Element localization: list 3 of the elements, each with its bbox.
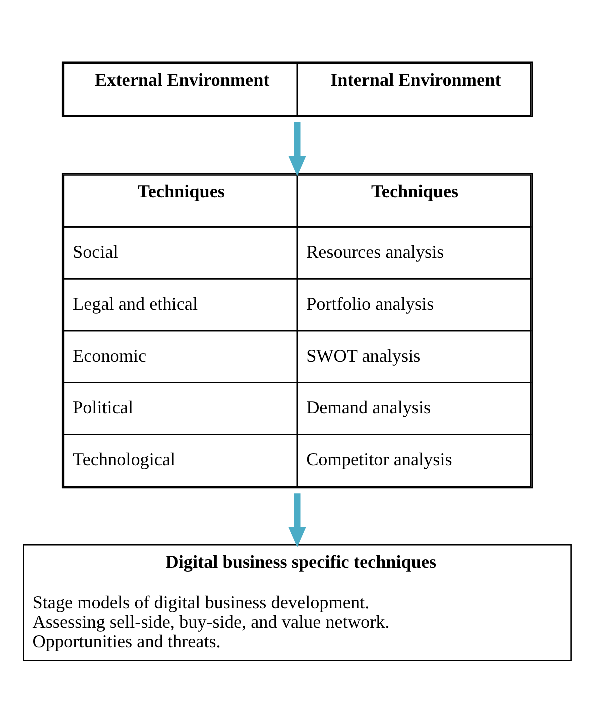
arrow [288,493,306,548]
node-box: Digital business specific techniques Stage models of digital business development. Assessing sell-side, buy-side, and value network. Opportunities and threats. [23,544,572,661]
arrow [288,122,306,176]
